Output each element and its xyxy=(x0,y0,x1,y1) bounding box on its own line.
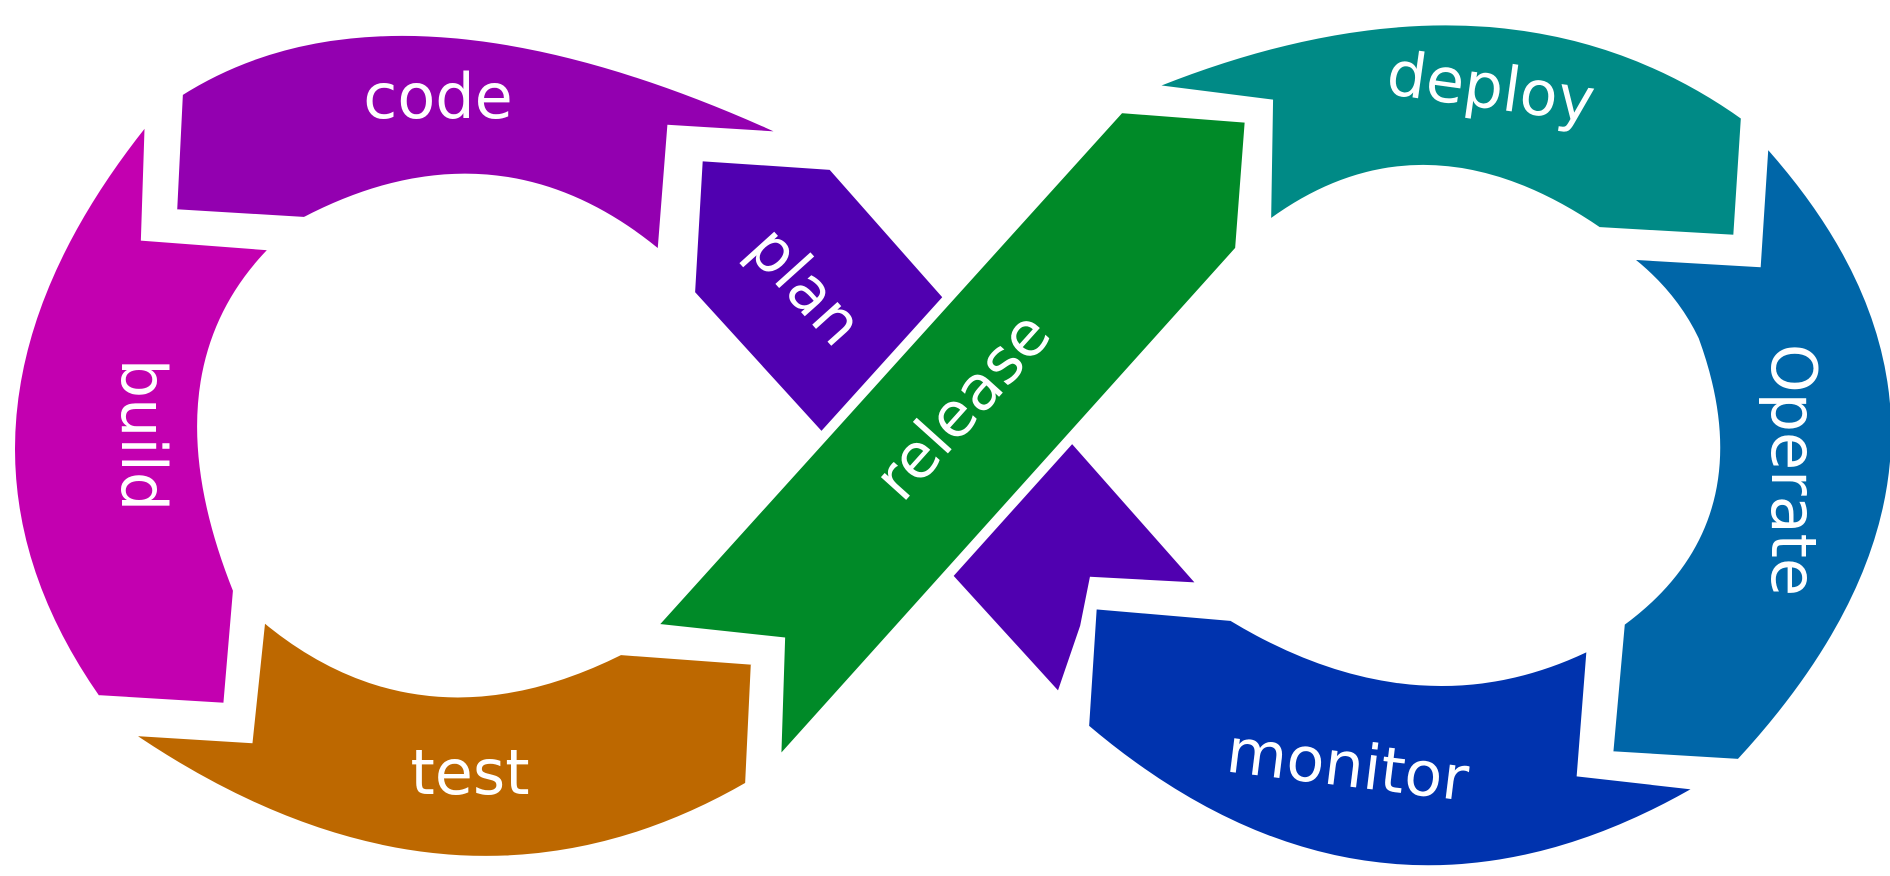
stage-label-build: build xyxy=(107,359,180,511)
code-segment xyxy=(166,25,803,269)
stage-label-code: code xyxy=(363,60,513,133)
deploy-segment xyxy=(1122,15,1752,246)
stage-label-test: test xyxy=(410,736,529,809)
stage-label-operate: Operate xyxy=(1757,344,1830,596)
build-segment xyxy=(4,99,290,714)
release-segment xyxy=(639,102,1256,780)
test-segment xyxy=(102,604,762,866)
monitor-segment xyxy=(1078,598,1722,876)
operate-segment xyxy=(1602,125,1890,770)
